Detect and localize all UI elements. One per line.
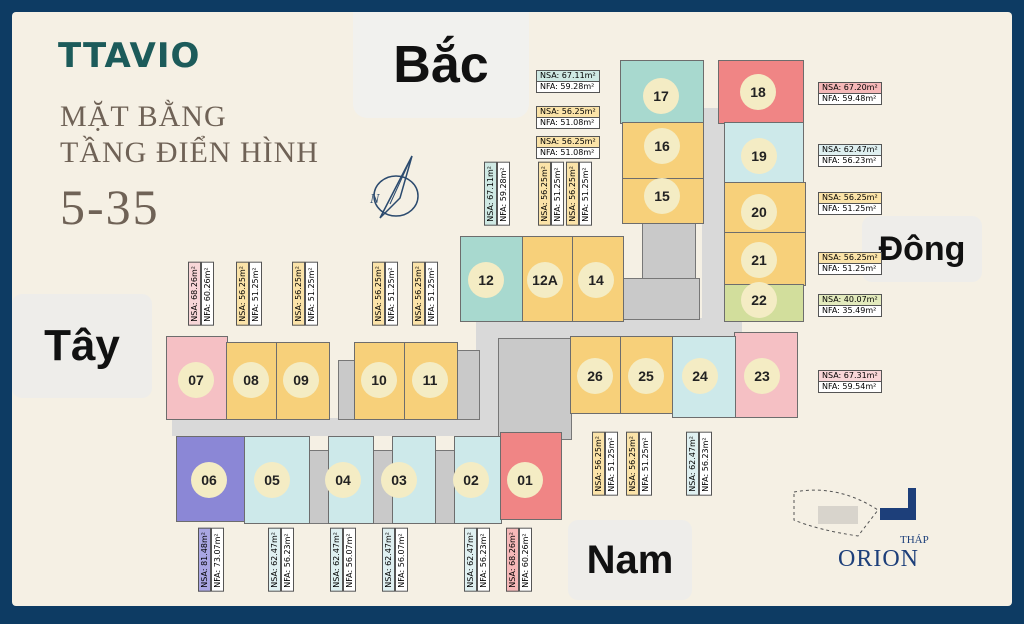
unit-number: 02 bbox=[453, 462, 489, 498]
unit-number: 10 bbox=[361, 362, 397, 398]
unit-number: 07 bbox=[178, 362, 214, 398]
unit-number: 15 bbox=[644, 178, 680, 214]
unit-number: 14 bbox=[578, 262, 614, 298]
tower-name: ORION bbox=[838, 546, 919, 572]
shaft-south-3 bbox=[434, 450, 456, 524]
unit-number: 22 bbox=[741, 282, 777, 318]
stair-core-north bbox=[642, 222, 696, 280]
unit-number: 18 bbox=[740, 74, 776, 110]
tower-keyplan-icon bbox=[793, 488, 916, 537]
direction-east: Đông bbox=[862, 216, 982, 282]
direction-south: Nam bbox=[568, 520, 692, 600]
direction-north: Bắc bbox=[353, 12, 529, 118]
unit-number: 09 bbox=[283, 362, 319, 398]
unit-number: 21 bbox=[741, 242, 777, 278]
unit-number: 12A bbox=[527, 262, 563, 298]
brand-logo: TTAVIO bbox=[58, 36, 201, 76]
floor-range: 5-35 bbox=[60, 179, 160, 235]
compass-letter: N bbox=[370, 192, 380, 207]
compass-icon bbox=[373, 155, 419, 219]
unit-number: 08 bbox=[233, 362, 269, 398]
unit-number: 12 bbox=[468, 262, 504, 298]
direction-west: Tây bbox=[12, 294, 152, 398]
corridor-east bbox=[702, 108, 724, 338]
corridor-south bbox=[172, 418, 512, 436]
corridor-mid bbox=[492, 318, 742, 338]
tower-prefix: THÁP bbox=[900, 534, 929, 546]
unit-number: 04 bbox=[325, 462, 361, 498]
unit-number: 19 bbox=[741, 138, 777, 174]
unit-number: 23 bbox=[744, 358, 780, 394]
unit-number: 24 bbox=[682, 358, 718, 394]
lift-lobby-north bbox=[622, 278, 700, 320]
title-line-2: TẦNG ĐIỂN HÌNH bbox=[60, 136, 319, 169]
floor-plan-poster: TTAVIO MẶT BẰNG TẦNG ĐIỂN HÌNH 5-35 N Bắ… bbox=[12, 12, 1012, 606]
unit-number: 25 bbox=[628, 358, 664, 394]
shaft-west bbox=[456, 350, 480, 420]
unit-number: 06 bbox=[191, 462, 227, 498]
unit-number: 11 bbox=[412, 362, 448, 398]
unit-number: 03 bbox=[381, 462, 417, 498]
unit-number: 26 bbox=[577, 358, 613, 394]
unit-number: 01 bbox=[507, 462, 543, 498]
unit-number: 17 bbox=[643, 78, 679, 114]
unit-number: 20 bbox=[741, 194, 777, 230]
lift-core-center bbox=[498, 338, 572, 440]
title-line-1: MẶT BẰNG bbox=[60, 100, 227, 133]
unit-number: 16 bbox=[644, 128, 680, 164]
unit-number: 05 bbox=[254, 462, 290, 498]
